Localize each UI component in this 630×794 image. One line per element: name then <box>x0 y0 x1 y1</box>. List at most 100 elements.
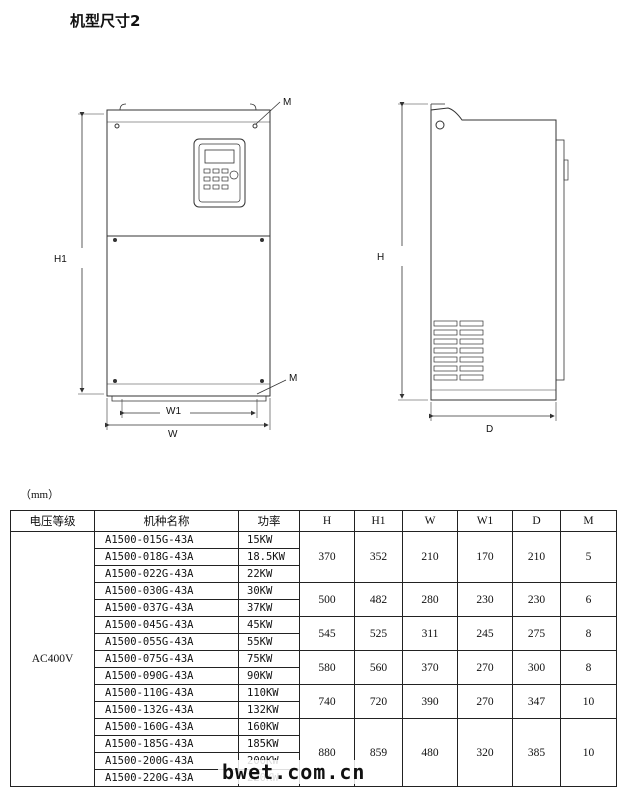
dim-cell-d: 210 <box>512 531 561 583</box>
model-cell: A1500-055G-43A <box>94 633 239 651</box>
unit-label: （mm） <box>20 489 60 501</box>
power-cell: 22KW <box>238 565 300 583</box>
dim-cell-w1: 270 <box>457 684 513 719</box>
model-cell: A1500-015G-43A <box>94 531 239 549</box>
dim-cell-w: 210 <box>402 531 458 583</box>
keypad-buttons <box>203 168 239 190</box>
model-cell: A1500-160G-43A <box>94 718 239 736</box>
front-dimensions <box>78 101 287 430</box>
dimension-drawing: M M H1 W1 W H D <box>54 97 569 440</box>
dim-cell-h: 580 <box>299 650 355 685</box>
side-dimensions <box>398 102 557 421</box>
table-header-row: 电压等级 机种名称 功率 H H1 W W1 D M <box>10 510 617 532</box>
dim-cell-h1: 560 <box>354 650 403 685</box>
model-cell: A1500-030G-43A <box>94 582 239 600</box>
front-enclosure <box>106 109 271 397</box>
dim-cell-w1: 270 <box>457 650 513 685</box>
power-cell: 18.5KW <box>238 548 300 566</box>
dim-cell-m: 8 <box>560 650 617 685</box>
dim-cell-h1: 720 <box>354 684 403 719</box>
dim-cell-m: 10 <box>560 684 617 719</box>
keypad-panel <box>193 138 246 208</box>
dim-cell-h1: 352 <box>354 531 403 583</box>
header-w1: W1 <box>457 510 513 532</box>
side-view <box>430 103 569 401</box>
header-d: D <box>512 510 561 532</box>
dim-cell-d: 275 <box>512 616 561 651</box>
dim-cell-w: 390 <box>402 684 458 719</box>
side-enclosure <box>430 107 557 401</box>
w1-label: W1 <box>166 406 181 417</box>
side-mount-hole <box>435 120 445 130</box>
dim-cell-d: 230 <box>512 582 561 617</box>
h1-label: H1 <box>54 254 67 265</box>
header-model: 机种名称 <box>94 510 239 532</box>
front-view <box>106 103 271 402</box>
dim-cell-m: 8 <box>560 616 617 651</box>
model-cell: A1500-185G-43A <box>94 735 239 753</box>
header-m: M <box>560 510 617 532</box>
dim-cell-w1: 170 <box>457 531 513 583</box>
power-cell: 132KW <box>238 701 300 719</box>
dim-cell-h: 370 <box>299 531 355 583</box>
dim-cell-d: 347 <box>512 684 561 719</box>
d-label: D <box>486 424 493 435</box>
power-cell: 110KW <box>238 684 300 702</box>
keypad-knob <box>229 170 239 180</box>
header-h: H <box>299 510 355 532</box>
power-cell: 37KW <box>238 599 300 617</box>
power-cell: 90KW <box>238 667 300 685</box>
keypad-display <box>204 149 235 164</box>
header-h1: H1 <box>354 510 403 532</box>
model-cell: A1500-132G-43A <box>94 701 239 719</box>
power-cell: 45KW <box>238 616 300 634</box>
dim-cell-w1: 230 <box>457 582 513 617</box>
dim-cell-w: 370 <box>402 650 458 685</box>
dim-cell-w1: 245 <box>457 616 513 651</box>
model-cell: A1500-220G-43A <box>94 769 239 787</box>
dim-cell-w: 480 <box>402 718 458 787</box>
power-cell: 30KW <box>238 582 300 600</box>
model-cell: A1500-200G-43A <box>94 752 239 770</box>
w-label: W <box>168 429 178 440</box>
model-cell: A1500-045G-43A <box>94 616 239 634</box>
mount-hole <box>114 123 120 129</box>
dim-cell-m: 10 <box>560 718 617 787</box>
header-power: 功率 <box>238 510 300 532</box>
dim-cell-w: 280 <box>402 582 458 617</box>
power-cell: 185KW <box>238 735 300 753</box>
power-cell: 75KW <box>238 650 300 668</box>
m-bottom-label: M <box>289 373 297 384</box>
model-cell: A1500-110G-43A <box>94 684 239 702</box>
header-voltage: 电压等级 <box>10 510 95 532</box>
mount-hole <box>252 123 258 129</box>
power-cell: 55KW <box>238 633 300 651</box>
header-w: W <box>402 510 458 532</box>
dim-cell-d: 300 <box>512 650 561 685</box>
dim-cell-w1: 320 <box>457 718 513 787</box>
m-top-label: M <box>283 97 291 108</box>
dim-cell-m: 6 <box>560 582 617 617</box>
model-cell: A1500-090G-43A <box>94 667 239 685</box>
power-cell: 15KW <box>238 531 300 549</box>
voltage-cell: AC400V <box>10 531 95 787</box>
watermark: bwet.com.cn <box>218 760 370 784</box>
model-cell: A1500-018G-43A <box>94 548 239 566</box>
model-cell: A1500-075G-43A <box>94 650 239 668</box>
h-label: H <box>377 252 384 263</box>
dim-cell-d: 385 <box>512 718 561 787</box>
model-cell: A1500-022G-43A <box>94 565 239 583</box>
model-cell: A1500-037G-43A <box>94 599 239 617</box>
